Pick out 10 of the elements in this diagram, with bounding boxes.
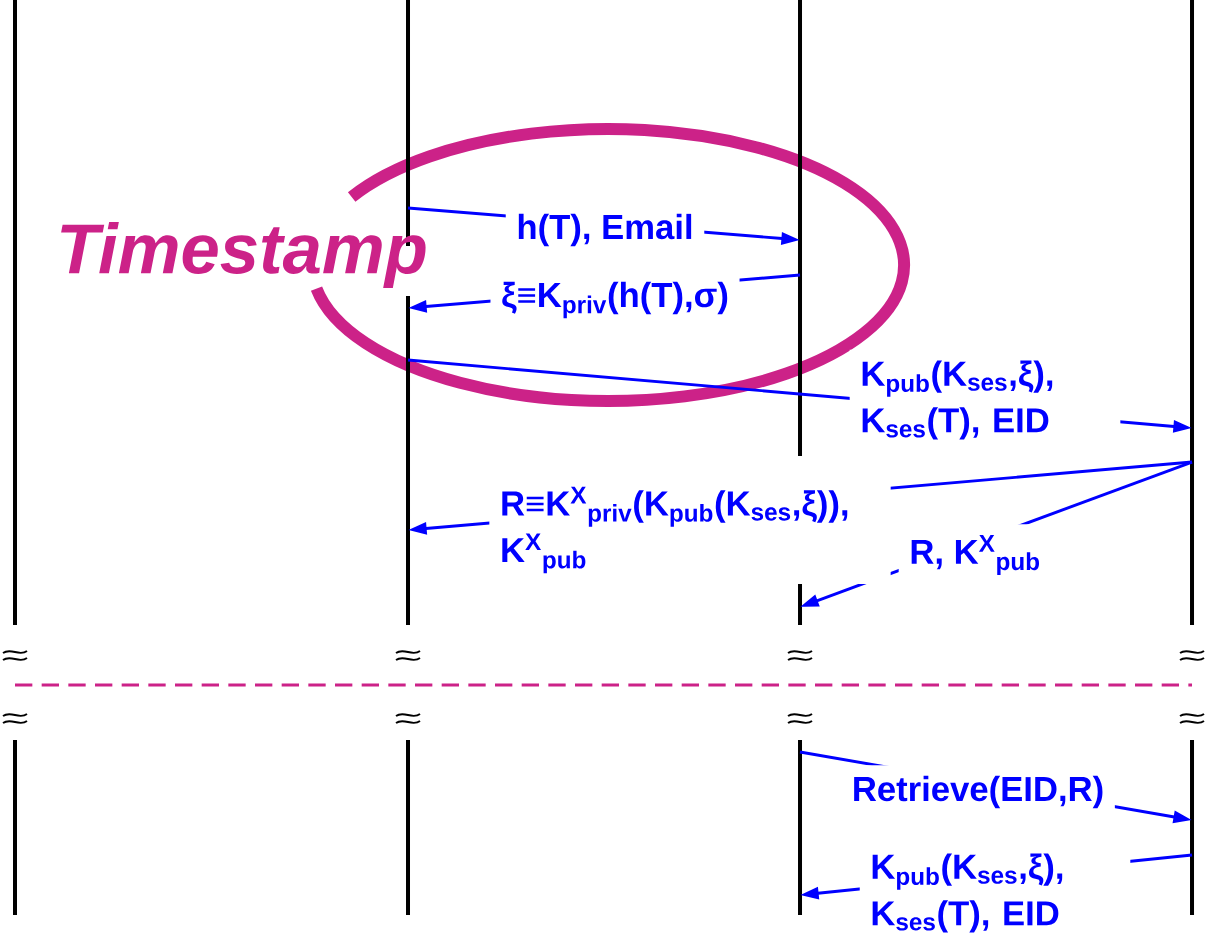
lifeline [13, 0, 17, 917]
edge-label: Retrieve(EID,R) [841, 765, 1115, 819]
edge-label: h(T), Email [505, 203, 705, 257]
edge-label: K$_{pub}$(K$_{ses}$,ξ), K$_{ses}$(T), EID [849, 349, 1121, 451]
highlight-title: Timestamp [61, 222, 426, 288]
lifeline [1190, 0, 1194, 917]
edge-label: R, K$^{X}$pub [898, 524, 1052, 586]
edge-label: R≡K$^{X}$$_{priv}$(K$_{pub}$(K$_{ses}$,ξ)), K$^{X}$pub [489, 476, 891, 584]
edge-label: K$_{pub}$(K$_{ses}$,ξ), K$_{ses}$(T), EID [859, 842, 1131, 939]
edge-label: ξ≡K$_{priv}$(h(T),σ) [490, 271, 740, 329]
